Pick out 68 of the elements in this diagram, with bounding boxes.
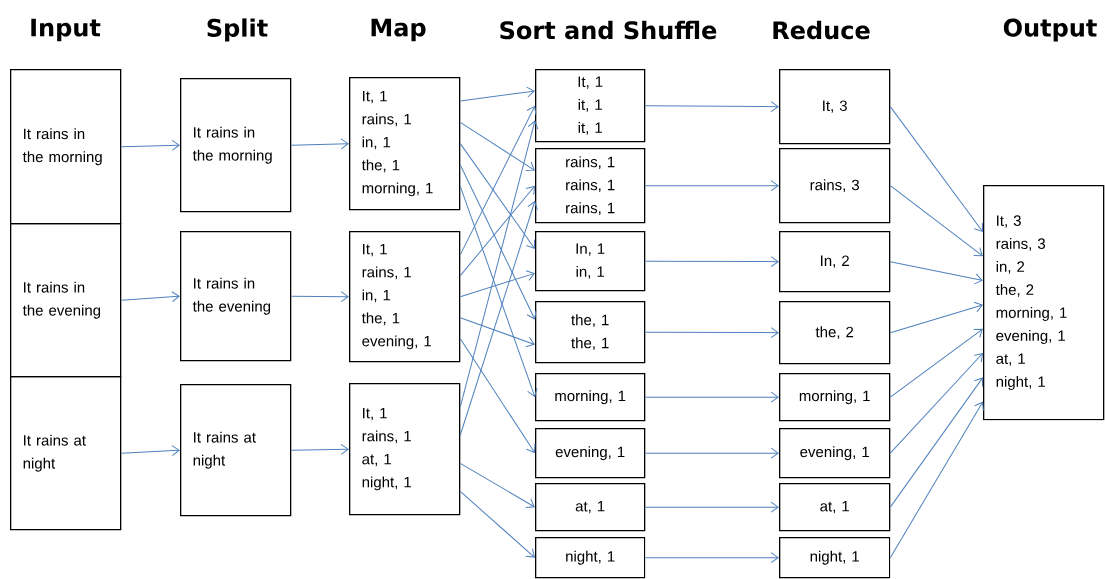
arrow bbox=[889, 353, 983, 454]
text-box: It, 3 bbox=[779, 69, 891, 145]
column-heading: Input bbox=[31, 18, 101, 42]
text-box: rains, 3 bbox=[779, 148, 891, 224]
column-heading: Reduce bbox=[773, 20, 870, 40]
arrow bbox=[889, 106, 983, 232]
text-box: morning, 1 bbox=[535, 373, 646, 422]
text-box: the, 1 the, 1 bbox=[535, 301, 646, 364]
arrow bbox=[290, 291, 349, 303]
arrow bbox=[120, 291, 180, 303]
arrow bbox=[459, 491, 535, 558]
text-box: It rains at night bbox=[10, 376, 122, 531]
text-box: night, 1 bbox=[779, 537, 891, 579]
arrow bbox=[644, 327, 779, 339]
text-box: It rains in the evening bbox=[180, 231, 292, 362]
arrow bbox=[889, 261, 983, 285]
text-box: It rains in the evening bbox=[10, 223, 122, 378]
column-heading: Map bbox=[371, 18, 426, 42]
arrow bbox=[644, 447, 779, 459]
column-heading: Sort and Shuffle bbox=[500, 20, 717, 40]
arrow bbox=[459, 185, 538, 397]
arrow bbox=[459, 105, 537, 256]
column-heading: Split bbox=[207, 18, 268, 42]
arrow bbox=[889, 301, 983, 334]
arrow bbox=[889, 185, 983, 257]
arrow bbox=[459, 270, 535, 298]
text-box: evening, 1 bbox=[535, 428, 646, 479]
text-box: It, 1 rains, 1 at, 1 night, 1 bbox=[349, 383, 461, 516]
text-box: morning, 1 bbox=[779, 373, 891, 422]
arrow bbox=[459, 338, 536, 453]
text-box: It, 1 rains, 1 in, 1 the, 1 morning, 1 bbox=[349, 77, 461, 211]
arrow bbox=[644, 501, 779, 513]
arrow bbox=[459, 317, 535, 348]
text-box: It, 3 rains, 3 in, 2 the, 2 morning, 1 evening, 1 at, 1 night, 1 bbox=[983, 185, 1105, 421]
arrow bbox=[644, 180, 779, 192]
arrow bbox=[459, 185, 535, 277]
arrow bbox=[459, 86, 535, 102]
arrow bbox=[889, 328, 983, 398]
text-box: rains, 1 rains, 1 rains, 1 bbox=[535, 148, 646, 224]
arrow bbox=[644, 552, 779, 564]
arrow bbox=[120, 139, 180, 151]
arrow bbox=[889, 401, 984, 559]
arrow bbox=[644, 391, 779, 403]
text-box: the, 2 bbox=[779, 301, 891, 365]
arrow bbox=[459, 121, 535, 172]
text-box: It rains in the morning bbox=[180, 78, 292, 213]
text-box: It rains at night bbox=[180, 384, 292, 517]
text-box: at, 1 bbox=[535, 483, 646, 532]
text-box: In, 2 bbox=[779, 231, 891, 293]
arrow bbox=[459, 143, 536, 249]
arrow bbox=[644, 256, 779, 268]
text-box: In, 1 in, 1 bbox=[535, 231, 646, 292]
arrow bbox=[459, 120, 539, 408]
arrow bbox=[120, 445, 180, 457]
text-box: It, 1 it, 1 it, 1 bbox=[535, 69, 646, 143]
arrow bbox=[459, 462, 535, 508]
text-box: evening, 1 bbox=[779, 428, 891, 479]
arrow bbox=[644, 101, 779, 113]
arrow bbox=[889, 377, 983, 508]
arrow bbox=[290, 443, 349, 455]
column-heading: Output bbox=[1003, 18, 1097, 42]
text-box: at, 1 bbox=[779, 483, 891, 532]
arrow bbox=[459, 164, 537, 320]
arrow bbox=[290, 138, 349, 150]
arrow bbox=[459, 201, 538, 436]
text-box: It, 1 rains, 1 in, 1 the, 1 evening, 1 bbox=[349, 231, 461, 363]
text-box: night, 1 bbox=[535, 537, 646, 579]
text-box: It rains in the morning bbox=[10, 69, 122, 225]
